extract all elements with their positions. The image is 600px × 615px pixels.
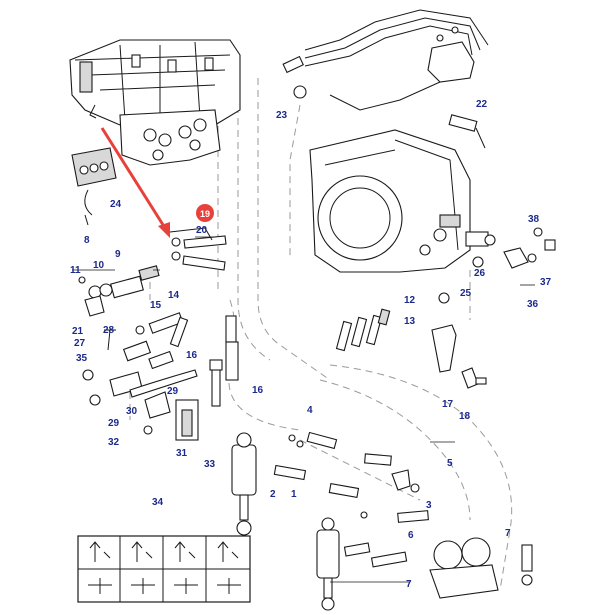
seal-kit-24 <box>71 147 117 226</box>
dashed-routing-lines <box>129 70 513 591</box>
callout-9: 9 <box>115 249 121 260</box>
callout-5: 5 <box>447 458 453 469</box>
callout-36: 36 <box>527 299 539 310</box>
callout-21: 21 <box>72 326 84 337</box>
highlight-badge-19: 19 <box>196 204 214 222</box>
callout-32: 32 <box>108 437 120 448</box>
sensors-16 <box>335 308 391 352</box>
callout-16b: 16 <box>252 385 264 396</box>
callout-19: 19 <box>200 209 210 219</box>
control-valve-assembly <box>69 39 241 166</box>
callout-10: 10 <box>93 260 105 271</box>
callout-33: 33 <box>204 459 216 470</box>
callout-23: 23 <box>276 110 288 121</box>
accumulator <box>429 537 533 599</box>
hoses-middle <box>273 431 429 568</box>
callout-27: 27 <box>74 338 86 349</box>
callout-12: 12 <box>404 295 416 306</box>
callout-7b: 7 <box>505 528 511 539</box>
callout-29b: 29 <box>167 386 179 397</box>
callout-30: 30 <box>126 406 138 417</box>
gearbox-housing <box>309 129 471 273</box>
callout-38: 38 <box>528 214 540 225</box>
callout-31: 31 <box>176 448 188 459</box>
callout-18: 18 <box>459 411 471 422</box>
leader-lines <box>72 236 535 583</box>
hose-fittings-19-20 <box>169 227 227 271</box>
lift-cylinders <box>231 432 340 611</box>
callout-7a: 7 <box>406 579 412 590</box>
callout-6: 6 <box>408 530 414 541</box>
callout-26: 26 <box>474 268 486 279</box>
callout-11: 11 <box>70 265 81 276</box>
callout-37: 37 <box>540 277 552 288</box>
top-tubes-block <box>282 9 489 149</box>
callout-24: 24 <box>110 199 122 210</box>
callout-2: 2 <box>270 489 276 500</box>
left-column-parts <box>78 265 239 441</box>
callout-13: 13 <box>404 316 416 327</box>
instruction-label-34 <box>77 535 251 603</box>
callout-35: 35 <box>76 353 88 364</box>
callout-3: 3 <box>426 500 432 511</box>
highlight-arrow <box>100 127 170 238</box>
callout-28: 28 <box>103 325 115 336</box>
right-fittings <box>431 227 556 389</box>
callout-4: 4 <box>307 405 313 416</box>
callout-14: 14 <box>168 290 180 301</box>
callout-15: 15 <box>150 300 162 311</box>
callout-34: 34 <box>152 497 164 508</box>
callout-29a: 29 <box>108 418 120 429</box>
callout-1: 1 <box>291 489 297 500</box>
callout-8: 8 <box>84 235 90 246</box>
callout-labels: 1 2 3 4 5 6 7 7 8 9 10 11 12 13 14 15 16… <box>70 99 552 590</box>
callout-16a: 16 <box>186 350 198 361</box>
callout-22: 22 <box>476 99 488 110</box>
callout-20: 20 <box>196 225 208 236</box>
callout-17: 17 <box>442 399 454 410</box>
callout-25: 25 <box>460 288 472 299</box>
